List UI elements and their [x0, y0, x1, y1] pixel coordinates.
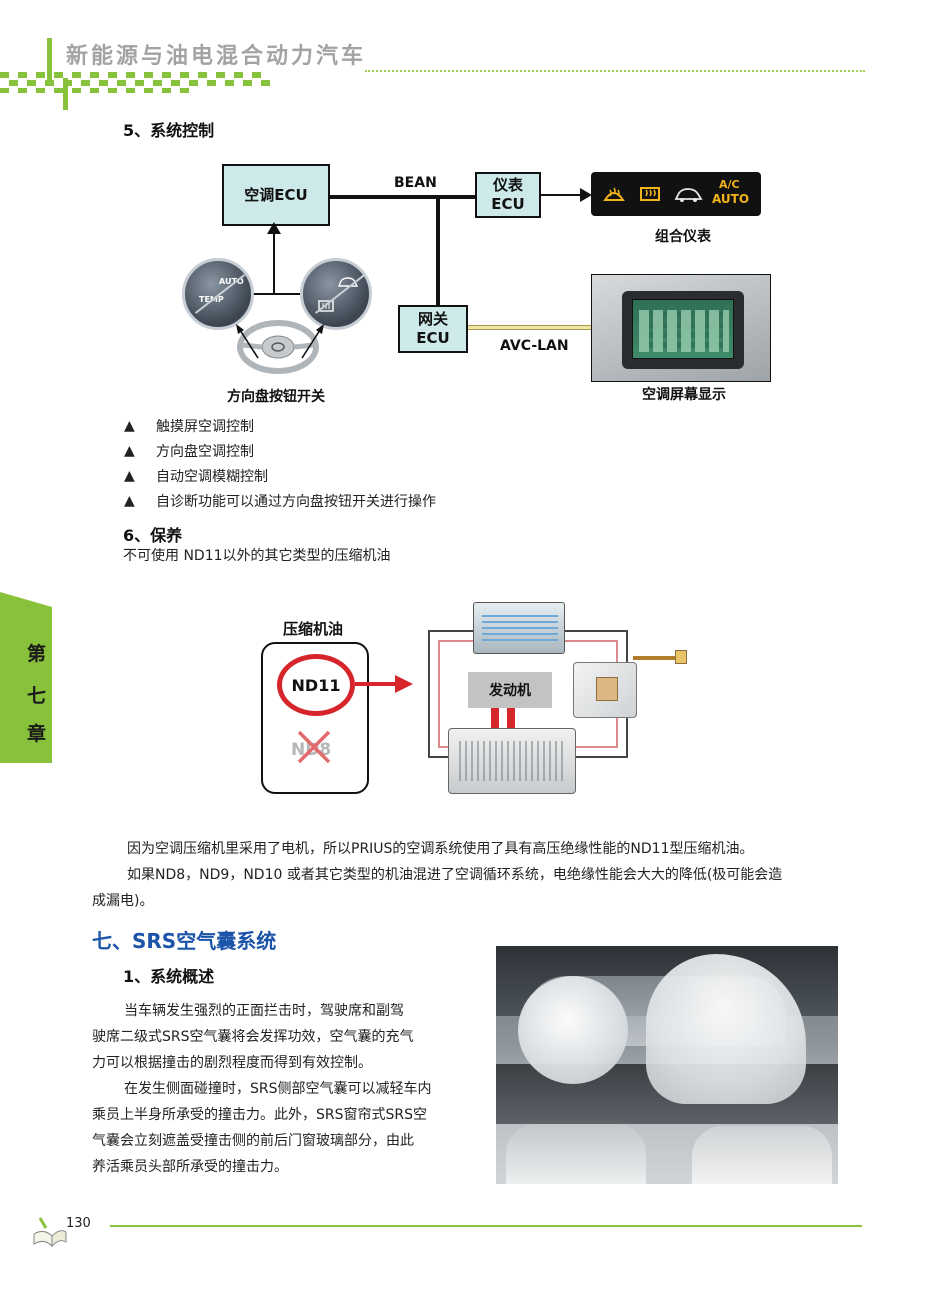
- airbag-photo: [496, 946, 838, 1184]
- list-item: ▲ 自诊断功能可以通过方向盘按钮开关进行操作: [124, 488, 436, 513]
- gateway-ecu-label-1: 网关: [417, 310, 448, 328]
- page-number: 130: [66, 1216, 91, 1231]
- defrost-rear-icon: [640, 187, 660, 201]
- btn-auto-label: AUTO: [219, 277, 244, 286]
- gateway-ecu-box: 网关 ECU: [398, 305, 468, 353]
- nd11-circle: ND11: [277, 654, 355, 716]
- bean-bus-line: [330, 195, 475, 199]
- list-item: ▲ 自动空调模糊控制: [124, 463, 436, 488]
- section-6-heading: 6、保养: [123, 526, 183, 545]
- chapter-tab-tip: [0, 592, 52, 607]
- arrow-up-icon: [267, 222, 281, 234]
- srs-line: 驶席二级式SRS空气囊将会发挥功效，空气囊的充气: [92, 1029, 414, 1045]
- meter-ecu-box: 仪表 ECU: [475, 172, 541, 218]
- red-arrow-line: [355, 682, 401, 686]
- combination-meter-panel: A/C AUTO: [591, 172, 761, 216]
- switch-pointer-arrows: [236, 324, 324, 359]
- triangle-bullet-icon: ▲: [124, 417, 135, 434]
- connector-cable: [633, 656, 679, 660]
- cross-icon: [297, 730, 331, 764]
- srs-section-title: 七、SRS空气囊系统: [92, 929, 277, 953]
- srs-overview-heading: 1、系统概述: [123, 967, 215, 986]
- srs-paragraph: 当车辆发生强烈的正面拦击时，驾驶席和副驾 驶席二级式SRS空气囊将会发挥功效，空…: [92, 998, 472, 1180]
- chapter-char-2: 七: [27, 685, 47, 707]
- triangle-bullet-icon: ▲: [124, 442, 135, 459]
- srs-line: 在发生侧面碰撞时，SRS侧部空气囊可以减轻车内: [124, 1081, 432, 1097]
- oil-paragraph-2a: 如果ND8，ND9，ND10 或者其它类型的机油混进了空调循环系统，电绝缘性能会…: [127, 867, 783, 883]
- bullet-text: 方向盘空调控制: [156, 443, 254, 460]
- compressor-unit: [448, 728, 576, 794]
- avc-lan-line: [468, 325, 593, 330]
- connector-plug: [675, 650, 687, 664]
- header-accent-bar: [47, 38, 52, 86]
- oil-paragraph-2b: 成漏电)。: [92, 893, 154, 909]
- chapter-char-1: 第: [27, 643, 47, 665]
- list-item: ▲ 方向盘空调控制: [124, 438, 436, 463]
- srs-line: 养活乘员头部所承受的撞击力。: [92, 1159, 288, 1175]
- chapter-tab: 第 七 章: [0, 607, 52, 763]
- footer-rule: [110, 1225, 862, 1227]
- ac-ecu-box: 空调ECU: [222, 164, 330, 226]
- combination-meter-label: 组合仪表: [655, 229, 711, 245]
- srs-line: 气囊会立刻遮盖受撞击侧的前后门窗玻璃部分，由此: [92, 1133, 414, 1149]
- book-icon: [33, 1217, 67, 1248]
- srs-line: 乘员上半身所承受的撞击力。此外，SRS窗帘式SRS空: [92, 1107, 428, 1123]
- nd11-label: ND11: [291, 675, 341, 695]
- triangle-bullet-icon: ▲: [124, 492, 135, 509]
- meter-arrow-line: [541, 194, 583, 196]
- header-checker-pattern: [0, 72, 270, 93]
- seat-left: [506, 1124, 646, 1184]
- section-5-heading: 5、系统控制: [123, 121, 215, 140]
- seat-right: [692, 1126, 832, 1184]
- header-accent-bar-lower: [63, 78, 68, 110]
- dash-ac-label: A/C: [719, 178, 740, 191]
- steering-switch-label: 方向盘按钮开关: [227, 389, 325, 405]
- steering-right-switch[interactable]: [300, 258, 372, 330]
- steering-left-switch[interactable]: AUTO TEMP: [182, 258, 254, 330]
- list-item: ▲ 触摸屏空调控制: [124, 413, 436, 438]
- switch-to-ecu-line-h: [230, 293, 325, 295]
- chapter-char-3: 章: [27, 723, 47, 745]
- oil-paragraph-1: 因为空调压缩机里采用了电机，所以PRIUS的空调系统使用了具有高压绝缘性能的ND…: [127, 841, 754, 857]
- screen-display-label: 空调屏幕显示: [642, 387, 726, 403]
- bean-label: BEAN: [394, 175, 437, 191]
- srs-line: 力可以根据撞击的剧烈程度而得到有效控制。: [92, 1055, 372, 1071]
- compressor-oil-diagram: 压缩机油 ND11 ND8 发动机: [255, 600, 695, 815]
- ac-ecu-label: 空调ECU: [244, 185, 308, 204]
- defrost-front-icon: [603, 187, 625, 201]
- recirculation-car-icon: [674, 188, 703, 202]
- ac-screen-photo: [591, 274, 771, 382]
- engine-label: 发动机: [489, 683, 531, 699]
- triangle-bullet-icon: ▲: [124, 467, 135, 484]
- condenser-unit: [473, 602, 565, 654]
- gateway-ecu-label-2: ECU: [416, 329, 450, 347]
- meter-ecu-label-2: ECU: [491, 195, 525, 213]
- touch-screen: [632, 299, 734, 359]
- section-6-line: 不可使用 ND11以外的其它类型的压缩机油: [123, 548, 391, 564]
- engine-box: 发动机: [468, 672, 552, 708]
- dash-auto-label: AUTO: [712, 192, 750, 206]
- arrow-right-icon: [580, 188, 592, 202]
- inverter-unit: [573, 662, 637, 718]
- bean-bus-vertical: [436, 197, 440, 305]
- driver-airbag: [518, 976, 628, 1084]
- header-title: 新能源与油电混合动力汽车: [66, 44, 367, 69]
- switch-to-ecu-line-v: [273, 226, 275, 294]
- avc-lan-label: AVC-LAN: [500, 338, 569, 354]
- red-arrow-icon: [395, 675, 413, 693]
- system-control-diagram: 空调ECU BEAN 仪表 ECU A/C AUTO 组合仪表 网关 ECU A…: [170, 150, 780, 410]
- feature-bullet-list: ▲ 触摸屏空调控制 ▲ 方向盘空调控制 ▲ 自动空调模糊控制 ▲ 自诊断功能可以通过方向…: [124, 413, 436, 513]
- meter-ecu-label-1: 仪表: [492, 176, 523, 194]
- srs-line: 当车辆发生强烈的正面拦击时，驾驶席和副驾: [124, 1003, 404, 1019]
- bullet-text: 自诊断功能可以通过方向盘按钮开关进行操作: [156, 493, 436, 510]
- bullet-text: 自动空调模糊控制: [156, 468, 268, 485]
- header-dotted-rule: [365, 70, 865, 74]
- oil-title-label: 压缩机油: [283, 620, 344, 638]
- bullet-text: 触摸屏空调控制: [156, 418, 254, 435]
